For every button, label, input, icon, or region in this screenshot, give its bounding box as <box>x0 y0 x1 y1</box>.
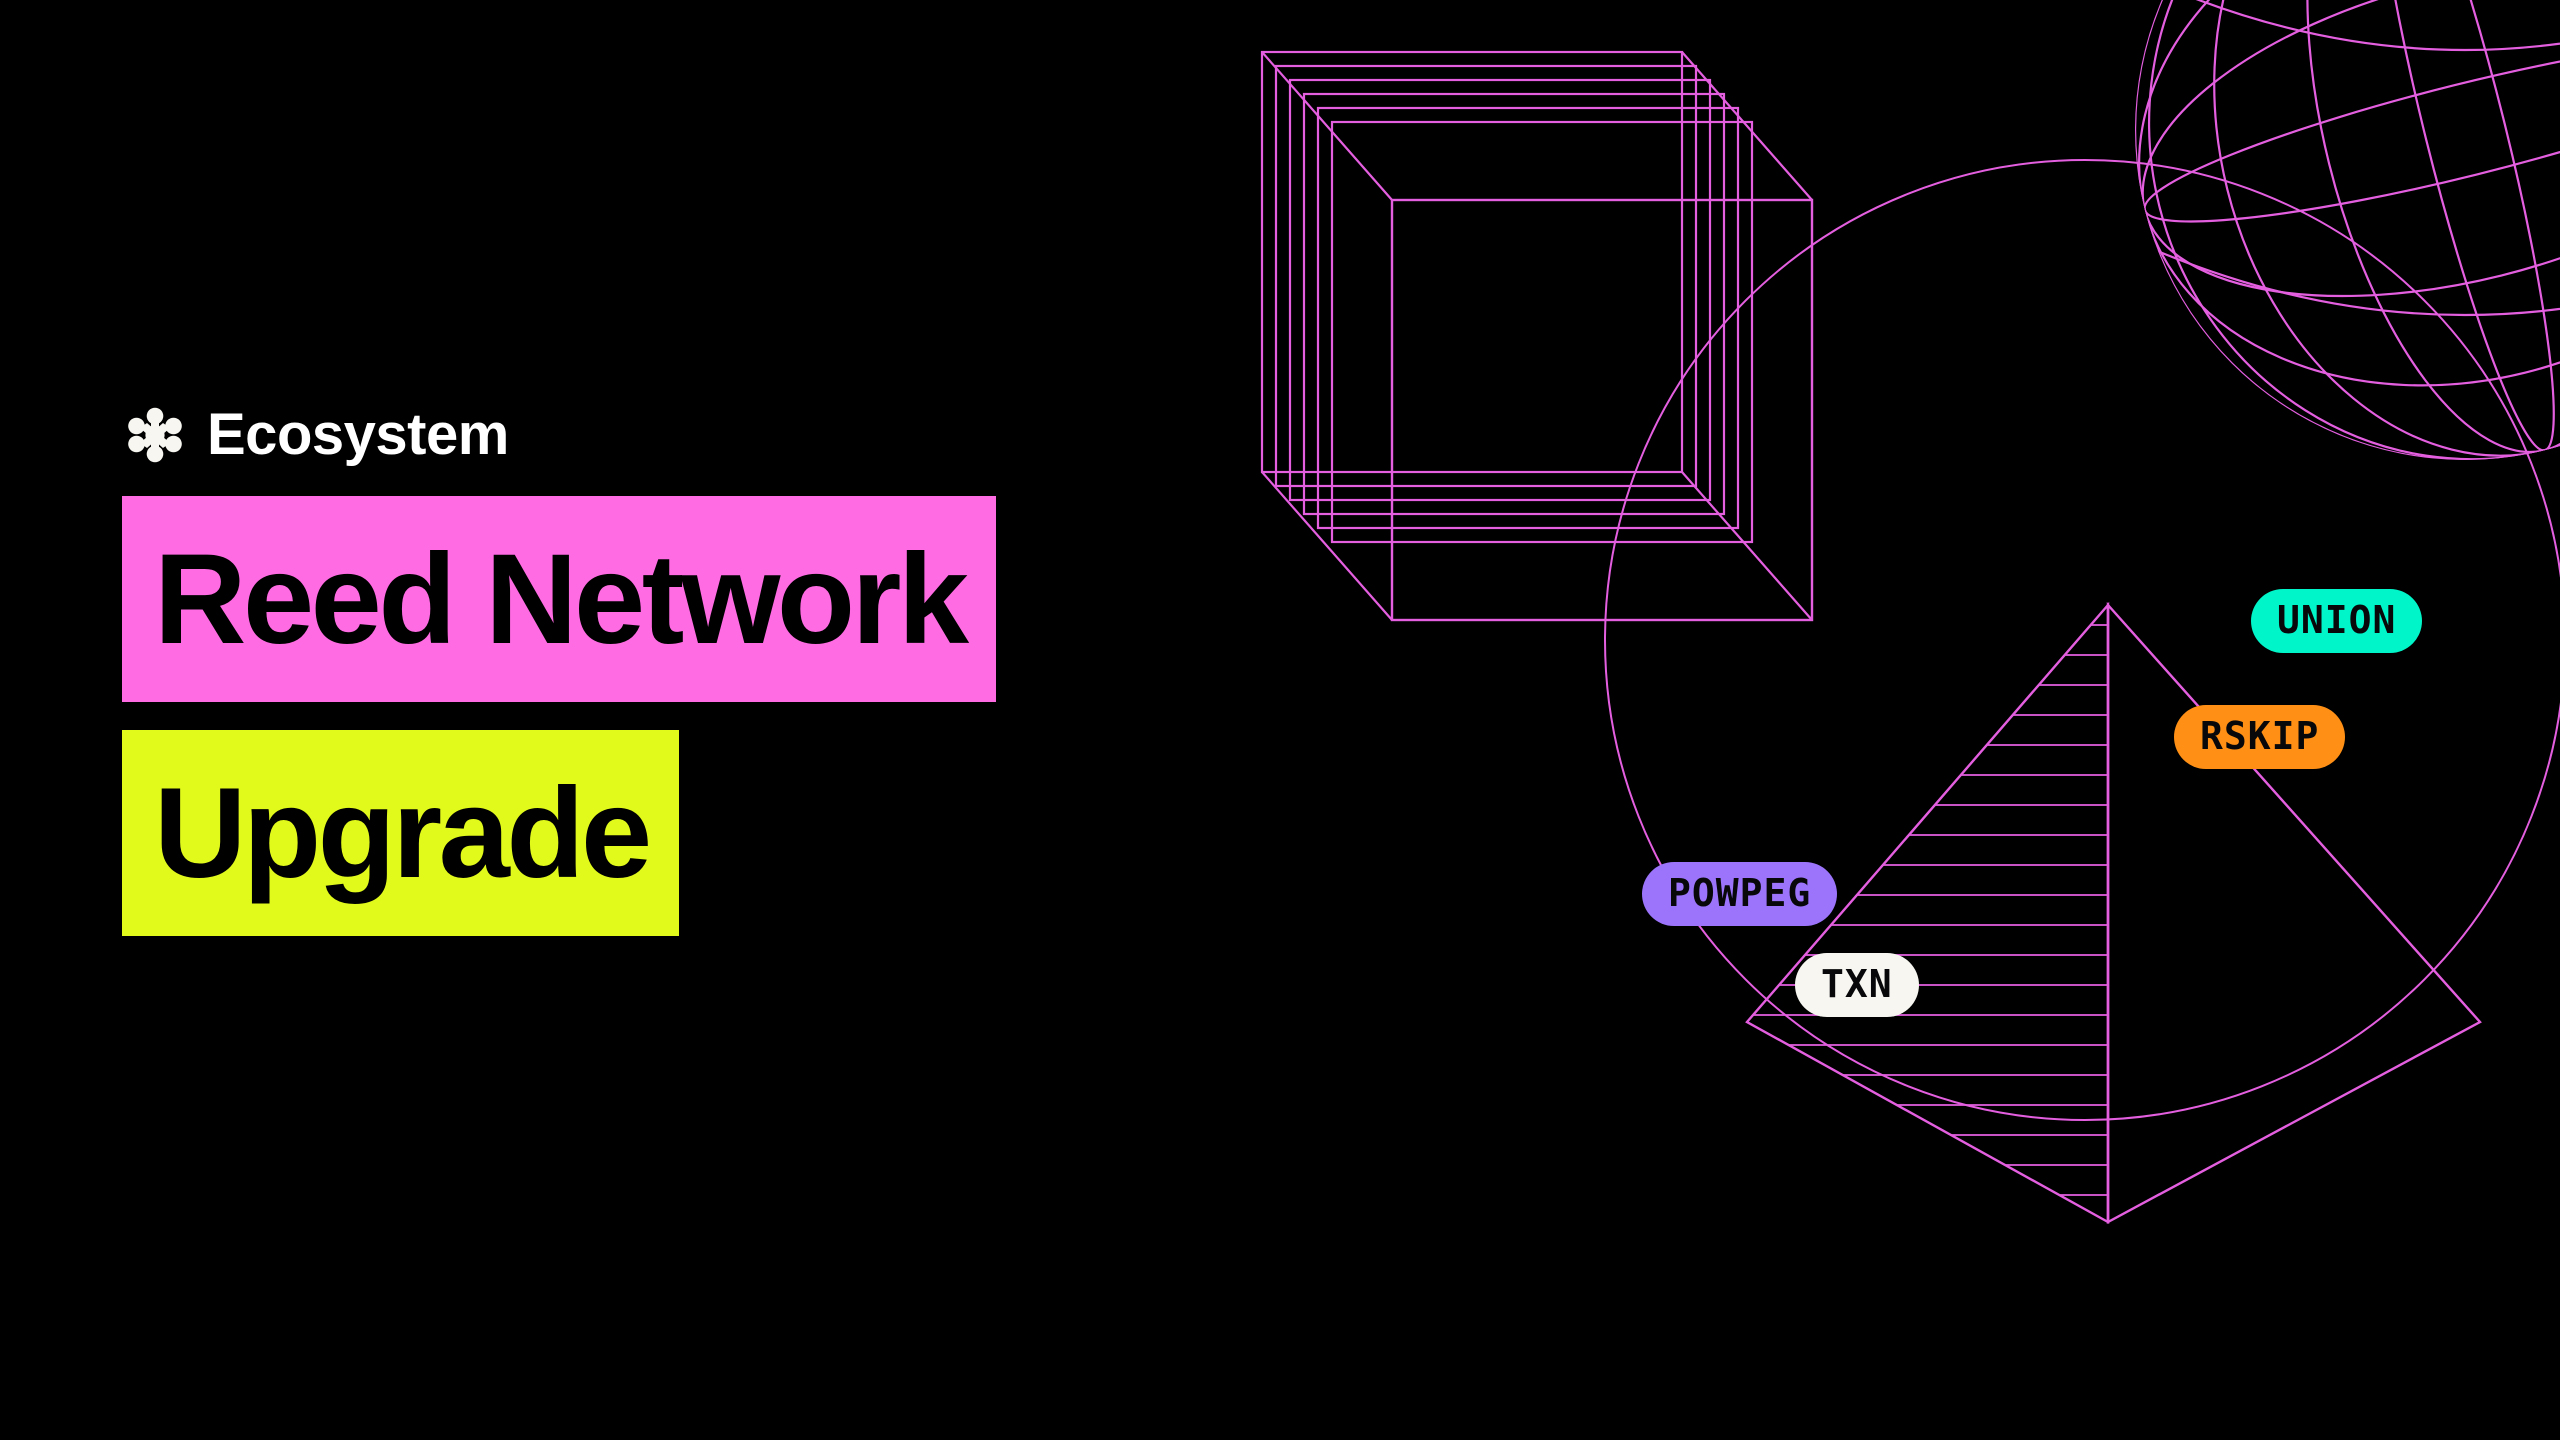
eyebrow: Ecosystem <box>127 398 996 472</box>
headline-line-2: Upgrade <box>122 730 679 936</box>
large-circle-outline <box>1604 159 2560 1121</box>
cluster-flower-icon <box>128 407 182 463</box>
headline-line-1: Reed Network <box>122 496 996 702</box>
headline: Reed Network Upgrade <box>122 496 996 936</box>
layered-cube <box>1260 50 1814 622</box>
badge-txn[interactable]: TXN <box>1795 953 1919 1017</box>
eyebrow-label: Ecosystem <box>207 402 509 467</box>
badge-rskip[interactable]: RSKIP <box>2174 705 2346 769</box>
wireframe-globe <box>2135 0 2560 460</box>
badge-union[interactable]: UNION <box>2251 589 2423 653</box>
hero-text-block: Ecosystem Reed Network Upgrade <box>122 398 996 936</box>
badge-powpeg[interactable]: POWPEG <box>1642 862 1838 926</box>
